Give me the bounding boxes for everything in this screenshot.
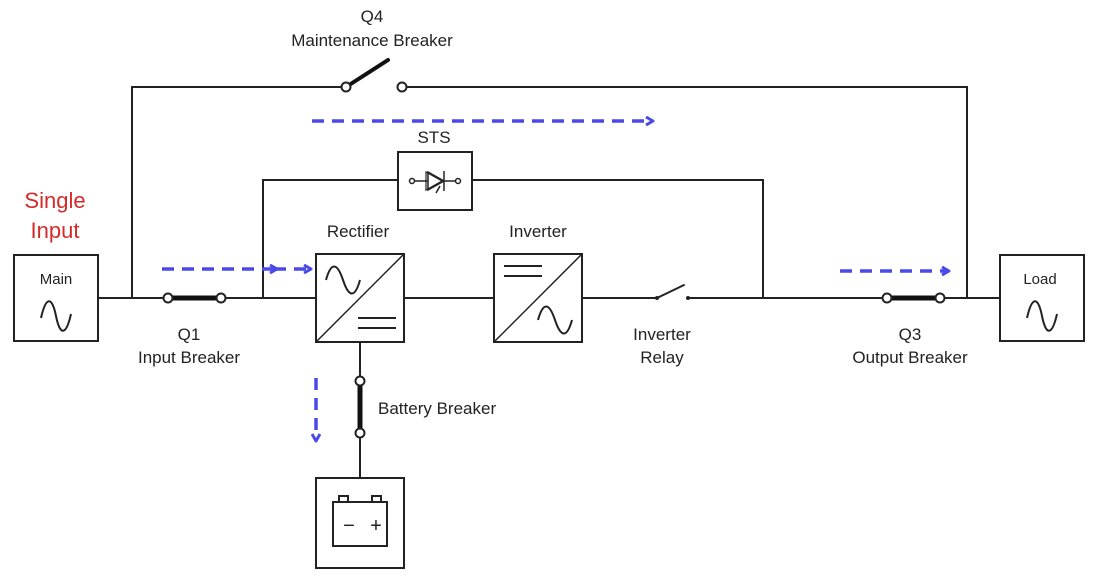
single-input-label-2: Input [31,218,80,243]
load-label: Load [1023,271,1056,288]
sts-label: STS [417,128,450,147]
bypass-wire-right [402,86,968,298]
sine-wave-icon [1026,300,1058,332]
ac-sine-icon [537,305,573,335]
rectifier-box [315,253,405,343]
inverter-label: Inverter [509,222,567,241]
battery-breaker[interactable] [354,375,366,439]
ac-sine-icon [325,265,361,295]
q1-name-label: Input Breaker [138,348,240,367]
bypass-wire-left [131,86,346,298]
flow-arrows [162,121,948,440]
q4-id-label: Q4 [361,7,384,26]
q3-output-breaker[interactable] [881,292,946,304]
load-box: Load [999,254,1085,342]
q3-name-label: Output Breaker [852,348,968,367]
battery-minus: − [343,515,355,537]
battery-plus: + [370,515,382,537]
battery-box: − + [315,477,405,569]
inverter-relay-label: Inverter [633,325,691,344]
battery-icon: − + [332,495,388,547]
rectifier-label: Rectifier [327,222,390,241]
inverter-box [493,253,583,343]
sts-wire-left [262,179,398,298]
thyristor-icon [408,170,462,194]
main-source-label: Main [40,271,73,288]
sts-wire-right [472,179,764,298]
battery-breaker-label: Battery Breaker [378,399,496,418]
q3-id-label: Q3 [899,325,922,344]
q1-input-breaker[interactable] [162,292,227,304]
sts-box [397,151,473,211]
q4-name-label: Maintenance Breaker [291,31,453,50]
single-input-label: Single [24,188,85,213]
q1-id-label: Q1 [178,325,201,344]
sine-wave-icon [40,300,72,332]
inverter-relay-label-2: Relay [640,348,684,367]
main-source-box: Main [13,254,99,342]
q4-maintenance-breaker[interactable] [340,58,408,93]
inverter-relay[interactable] [655,284,690,300]
